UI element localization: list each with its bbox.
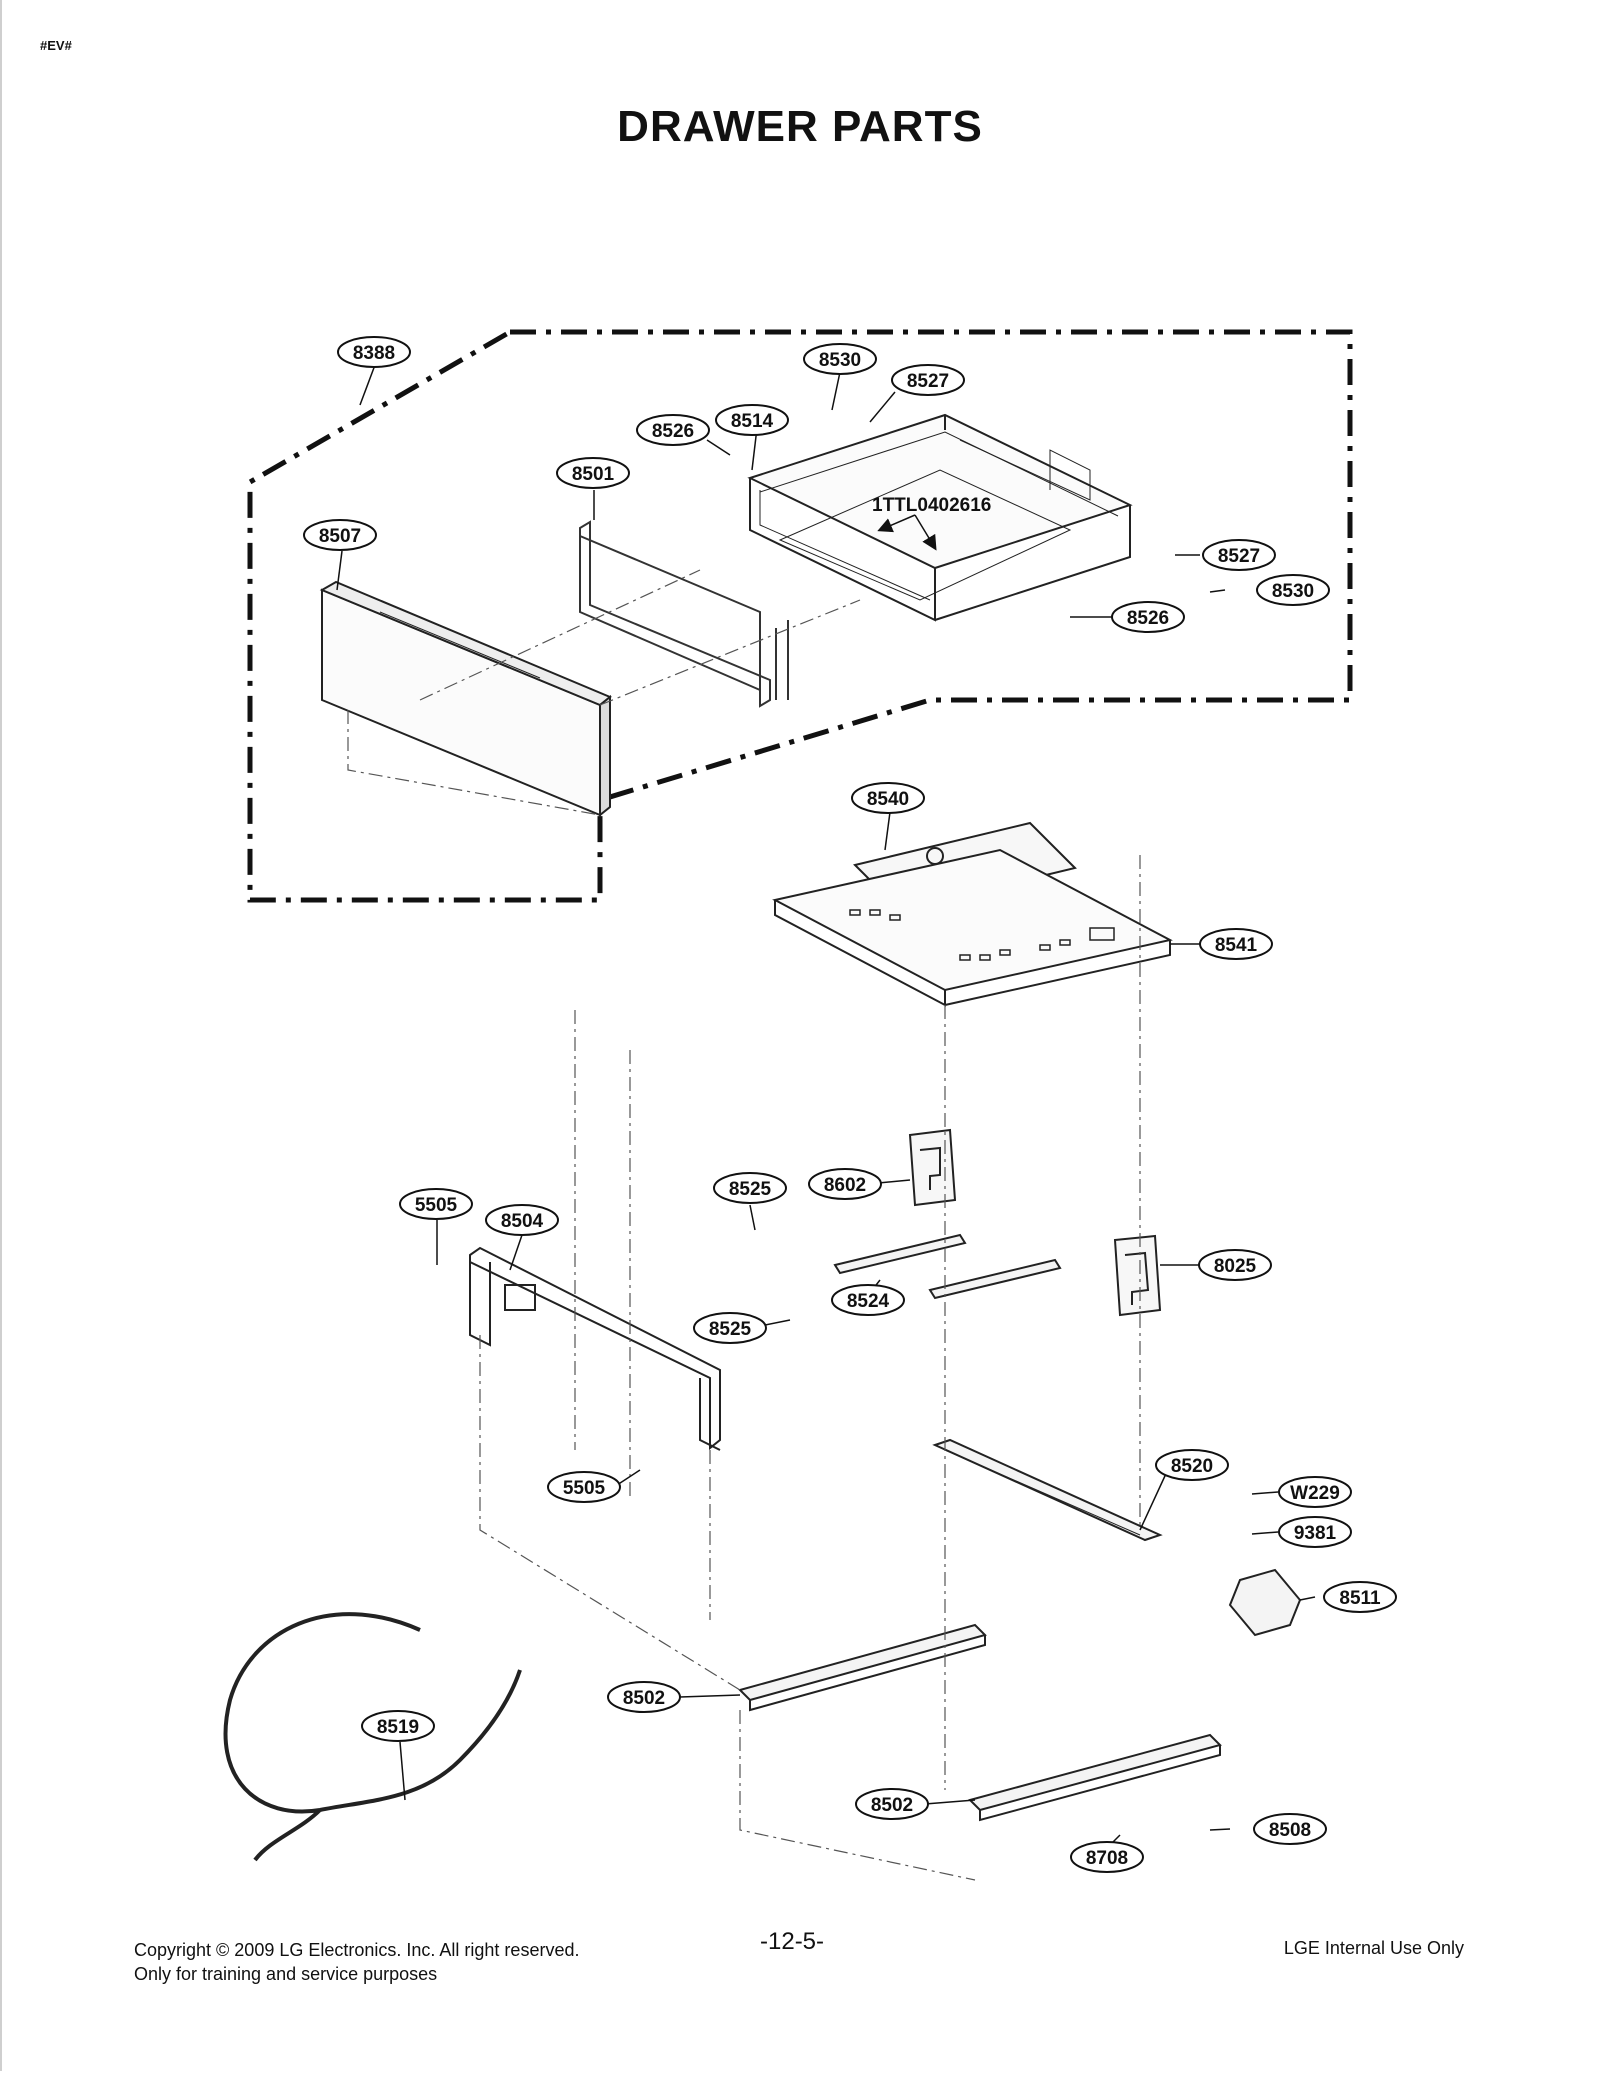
svg-text:8514: 8514 bbox=[731, 411, 774, 432]
bracket-8025 bbox=[1113, 1234, 1162, 1317]
svg-text:5505: 5505 bbox=[563, 1478, 606, 1499]
svg-text:8530: 8530 bbox=[819, 350, 861, 371]
front-frame bbox=[469, 1246, 721, 1451]
usage-note: Only for training and service purposes bbox=[134, 1964, 438, 1984]
callout-8508: 8508 bbox=[1253, 1813, 1327, 1845]
svg-text:8525: 8525 bbox=[729, 1179, 772, 1200]
svg-text:8541: 8541 bbox=[1215, 935, 1258, 956]
callout-8530-upper: 8530 bbox=[803, 343, 877, 375]
slide-rail-lower bbox=[968, 1733, 1222, 1822]
callout-8520: 8520 bbox=[1155, 1449, 1229, 1481]
svg-text:8602: 8602 bbox=[824, 1175, 866, 1196]
svg-text:8025: 8025 bbox=[1214, 1256, 1257, 1277]
callout-8511: 8511 bbox=[1323, 1581, 1397, 1613]
copyright-text: Copyright © 2009 LG Electronics. Inc. Al… bbox=[134, 1940, 580, 1960]
svg-text:8708: 8708 bbox=[1086, 1848, 1128, 1869]
callout-8525-lower: 8525 bbox=[693, 1312, 767, 1344]
svg-text:8527: 8527 bbox=[907, 371, 949, 392]
bracket-8602 bbox=[908, 1128, 957, 1207]
inner-rails bbox=[833, 1233, 1062, 1300]
page-title: DRAWER PARTS bbox=[617, 102, 983, 151]
svg-text:W229: W229 bbox=[1290, 1483, 1340, 1504]
callout-5505-lower: 5505 bbox=[547, 1471, 621, 1503]
svg-text:8507: 8507 bbox=[319, 526, 361, 547]
callout-8602: 8602 bbox=[808, 1168, 882, 1200]
base-plate bbox=[772, 848, 1173, 1007]
svg-text:8511: 8511 bbox=[1339, 1588, 1381, 1609]
svg-text:8504: 8504 bbox=[501, 1211, 544, 1232]
leader-lines bbox=[336, 364, 1316, 1861]
svg-text:8526: 8526 bbox=[652, 421, 694, 442]
callout-W229: W229 bbox=[1278, 1476, 1352, 1508]
slide-rail-upper bbox=[738, 1623, 987, 1712]
svg-text:8388: 8388 bbox=[353, 343, 395, 364]
wire-harness bbox=[223, 1612, 522, 1862]
callout-8388: 8388 bbox=[337, 336, 411, 368]
annotation-code: 1TTL0402616 bbox=[872, 495, 991, 516]
svg-text:8525: 8525 bbox=[709, 1319, 752, 1340]
svg-text:8508: 8508 bbox=[1269, 1820, 1311, 1841]
callout-9381: 9381 bbox=[1278, 1516, 1352, 1548]
callout-8507: 8507 bbox=[303, 519, 377, 551]
bracket-8511 bbox=[1228, 1568, 1302, 1637]
callout-8501: 8501 bbox=[556, 457, 630, 489]
drawer-frame bbox=[579, 520, 789, 708]
page-number: -12-5- bbox=[760, 1928, 825, 1955]
callout-8524: 8524 bbox=[831, 1284, 905, 1316]
svg-text:8540: 8540 bbox=[867, 789, 909, 810]
projection-lines bbox=[347, 569, 1141, 1881]
svg-text:8501: 8501 bbox=[572, 464, 615, 485]
drawer-front-panel bbox=[319, 580, 612, 818]
callout-8502-upper: 8502 bbox=[607, 1681, 681, 1713]
svg-text:8502: 8502 bbox=[623, 1688, 665, 1709]
svg-text:8526: 8526 bbox=[1127, 608, 1169, 629]
callout-8025: 8025 bbox=[1198, 1249, 1272, 1281]
callout-8519: 8519 bbox=[361, 1710, 435, 1742]
drawer-tub bbox=[747, 413, 1133, 622]
callout-8514: 8514 bbox=[715, 404, 789, 436]
callout-8527-upper: 8527 bbox=[891, 364, 965, 396]
callout-5505-upper: 5505 bbox=[399, 1188, 473, 1220]
svg-text:9381: 9381 bbox=[1294, 1523, 1337, 1544]
callout-8540: 8540 bbox=[851, 782, 925, 814]
svg-text:8527: 8527 bbox=[1218, 546, 1260, 567]
channel-8520 bbox=[932, 1438, 1163, 1542]
svg-text:5505: 5505 bbox=[415, 1195, 458, 1216]
callout-8525-upper: 8525 bbox=[713, 1172, 787, 1204]
callout-8504: 8504 bbox=[485, 1204, 559, 1236]
svg-text:8530: 8530 bbox=[1272, 581, 1314, 602]
callout-8708: 8708 bbox=[1070, 1841, 1144, 1873]
annotation-arrows bbox=[877, 514, 937, 551]
footer-left: Copyright © 2009 LG Electronics. Inc. Al… bbox=[134, 1938, 579, 1986]
svg-text:8520: 8520 bbox=[1171, 1456, 1213, 1477]
svg-text:8524: 8524 bbox=[847, 1291, 890, 1312]
callout-8502-lower: 8502 bbox=[855, 1788, 929, 1820]
svg-text:8519: 8519 bbox=[377, 1717, 419, 1738]
svg-text:8502: 8502 bbox=[871, 1795, 913, 1816]
callout-8541: 8541 bbox=[1199, 928, 1273, 960]
callout-8527-lower: 8527 bbox=[1202, 539, 1276, 571]
ev-tag: #EV# bbox=[40, 38, 72, 53]
callout-8526-upper: 8526 bbox=[636, 414, 710, 446]
internal-use-label: LGE Internal Use Only bbox=[1283, 1938, 1464, 1958]
callout-8526-lower: 8526 bbox=[1111, 601, 1185, 633]
callout-8530-lower: 8530 bbox=[1256, 574, 1330, 606]
